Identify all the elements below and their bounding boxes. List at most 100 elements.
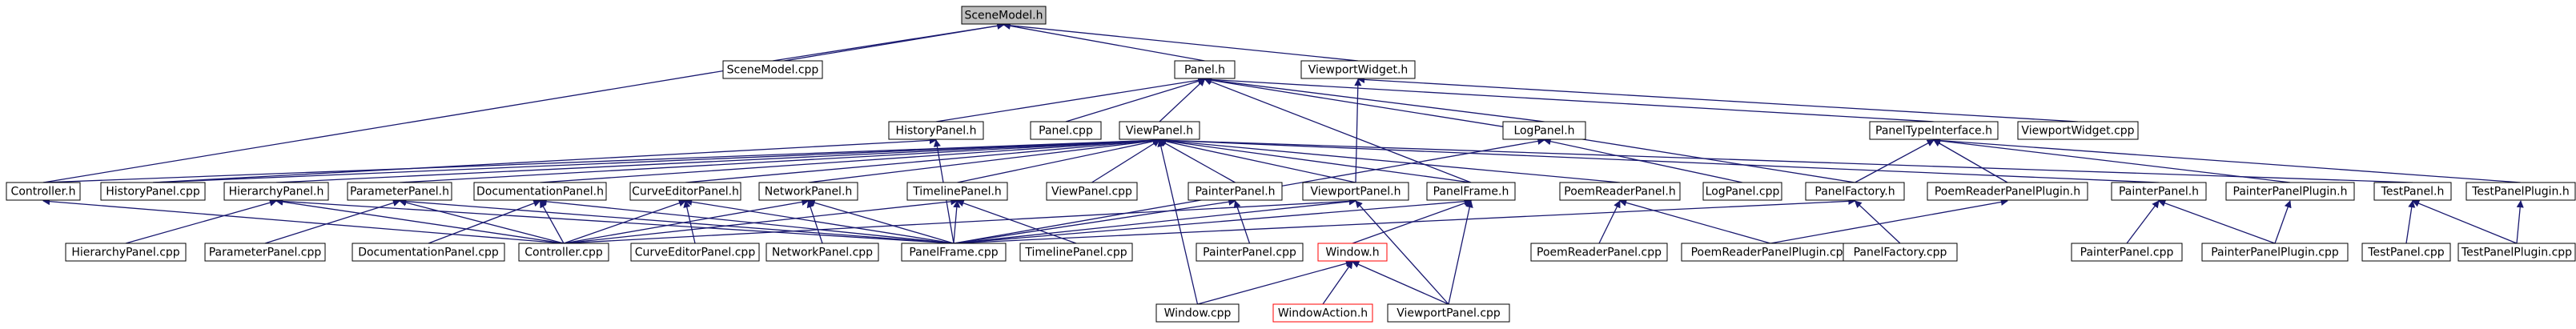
graph-node-hierarchypanel-h[interactable]: HierarchyPanel.h (223, 182, 329, 201)
node-label: ViewportWidget.cpp (2021, 125, 2134, 138)
graph-node-historypanel-cpp[interactable]: HistoryPanel.cpp (100, 182, 206, 201)
graph-node-panelfactory-h[interactable]: PanelFactory.h (1805, 182, 1905, 201)
graph-node-testpanel-h[interactable]: TestPanel.h (2373, 182, 2452, 201)
graph-node-viewpanel-cpp[interactable]: ViewPanel.cpp (1046, 182, 1138, 201)
graph-node-panel-cpp[interactable]: Panel.cpp (1030, 121, 1102, 140)
graph-node-controller-cpp[interactable]: Controller.cpp (518, 243, 609, 262)
graph-node-painterpanelplugin-h[interactable]: PainterPanelPlugin.h (2225, 182, 2355, 201)
graph-node-testpanelplugin-cpp[interactable]: TestPanelPlugin.cpp (2457, 243, 2576, 262)
dependency-edge (956, 199, 1077, 244)
graph-node-painterpanel-h-b[interactable]: PainterPanel.h (2111, 182, 2207, 201)
node-label: TestPanel.cpp (2367, 247, 2444, 259)
graph-node-scenemodel-h[interactable]: SceneModel.h (961, 6, 1047, 25)
graph-node-hierarchypanel-cpp[interactable]: HierarchyPanel.cpp (65, 243, 187, 262)
graph-node-timelinepanel-cpp[interactable]: TimelinePanel.cpp (1019, 243, 1133, 262)
graph-node-panelframe-h[interactable]: PanelFrame.h (1426, 182, 1516, 201)
graph-node-windowaction-h[interactable]: WindowAction.h (1272, 303, 1373, 323)
dependency-edge (152, 136, 1160, 183)
node-box (2457, 243, 2576, 262)
dependency-edge (1003, 22, 1359, 62)
graph-node-curveeditorpanel-cpp[interactable]: CurveEditorPanel.cpp (630, 243, 760, 262)
graph-node-parameterpanel-h[interactable]: ParameterPanel.h (347, 182, 452, 201)
node-label: HistoryPanel.h (896, 125, 977, 138)
graph-node-testpanel-cpp[interactable]: TestPanel.cpp (2361, 243, 2451, 262)
graph-node-window-h[interactable]: Window.h (1317, 243, 1388, 262)
graph-node-documentationpanel-h[interactable]: DocumentationPanel.h (473, 182, 607, 201)
node-box (1030, 121, 1102, 140)
node-box (888, 121, 984, 140)
dependency-edge (1854, 200, 1901, 244)
graph-node-poemreaderpanel-cpp[interactable]: PoemReaderPanel.cpp (1530, 243, 1668, 262)
node-box (1843, 243, 1958, 262)
graph-node-painterpanel-cpp-b[interactable]: PainterPanel.cpp (2071, 243, 2183, 262)
node-box (1174, 60, 1236, 79)
dependency-edge (1352, 261, 1449, 305)
graph-node-viewpanel-h[interactable]: ViewPanel.h (1119, 121, 1200, 140)
node-label: PanelTypeInterface.h (1875, 125, 1992, 138)
node-box (630, 243, 760, 262)
graph-node-panel-h[interactable]: Panel.h (1174, 60, 1236, 79)
graph-node-historypanel-h[interactable]: HistoryPanel.h (888, 121, 984, 140)
graph-node-curveeditorpanel-h[interactable]: CurveEditorPanel.h (629, 182, 741, 201)
node-label: TestPanel.h (2381, 186, 2445, 199)
graph-node-painterpanel-h-a[interactable]: PainterPanel.h (1188, 182, 1283, 201)
dependency-edge (1159, 78, 1206, 122)
node-label: PainterPanel.cpp (2080, 247, 2174, 259)
graph-node-networkpanel-cpp[interactable]: NetworkPanel.cpp (766, 243, 879, 262)
node-box (2201, 243, 2349, 262)
graph-node-paneltypeinterface-h[interactable]: PanelTypeInterface.h (1869, 121, 1999, 140)
node-box (518, 243, 609, 262)
graph-node-viewportwidget-h[interactable]: ViewportWidget.h (1300, 60, 1416, 79)
dependency-edge (806, 200, 823, 244)
graph-node-testpanelplugin-h[interactable]: TestPanelPlugin.h (2465, 182, 2576, 201)
node-label: PainterPanel.h (2119, 186, 2199, 199)
dependency-edge (685, 198, 954, 244)
dependency-edge (1159, 136, 2160, 183)
graph-node-poemreaderpanelplugin-cpp[interactable]: PoemReaderPanelPlugin.cpp (1681, 243, 1860, 262)
dependency-edge (953, 198, 1236, 244)
graph-node-networkpanel-h[interactable]: NetworkPanel.h (758, 182, 858, 201)
node-label: ParameterPanel.h (350, 186, 449, 199)
graph-node-viewportpanel-h[interactable]: ViewportPanel.h (1302, 182, 1409, 201)
dependency-edge (42, 136, 1160, 183)
node-label: NetworkPanel.cpp (772, 247, 873, 259)
graph-node-painterpanelplugin-cpp[interactable]: PainterPanelPlugin.cpp (2201, 243, 2349, 262)
graph-node-documentationpanel-cpp[interactable]: DocumentationPanel.cpp (352, 243, 505, 262)
node-label: DocumentationPanel.h (476, 186, 604, 199)
graph-node-logpanel-cpp[interactable]: LogPanel.cpp (1702, 182, 1782, 201)
graph-node-panelframe-cpp[interactable]: PanelFrame.cpp (901, 243, 1007, 262)
node-label: CurveEditorPanel.h (632, 186, 739, 199)
dependency-edge (1933, 137, 2522, 183)
dependency-edge (1543, 138, 1743, 183)
graph-node-timelinepanel-h[interactable]: TimelinePanel.h (906, 182, 1008, 201)
graph-node-poemreaderpanelplugin-h[interactable]: PoemReaderPanelPlugin.h (1927, 182, 2088, 201)
node-label: Window.cpp (1164, 307, 1232, 320)
graph-node-panelfactory-cpp[interactable]: PanelFactory.cpp (1843, 243, 1958, 262)
dependency-edge (42, 22, 1005, 183)
dependency-edge (42, 198, 565, 244)
node-box (2373, 182, 2452, 201)
graph-node-viewportwidget-cpp[interactable]: ViewportWidget.cpp (2017, 121, 2139, 140)
node-box (1046, 182, 1138, 201)
dependency-edge (540, 137, 1160, 183)
dependency-edge (1770, 198, 2008, 244)
node-label: PoemReaderPanel.h (1564, 186, 1675, 199)
node-box (766, 243, 879, 262)
graph-node-parameterpanel-cpp[interactable]: ParameterPanel.cpp (204, 243, 326, 262)
node-box (1317, 243, 1388, 262)
dependency-edge (399, 199, 565, 244)
graph-node-painterpanel-cpp-a[interactable]: PainterPanel.cpp (1196, 243, 1304, 262)
node-label: PanelFrame.cpp (909, 247, 998, 259)
node-box (2361, 243, 2451, 262)
graph-node-controller-h[interactable]: Controller.h (6, 182, 81, 201)
graph-node-poemreaderpanel-h[interactable]: PoemReaderPanel.h (1559, 182, 1681, 201)
node-box (1927, 182, 2088, 201)
graph-node-window-cpp[interactable]: Window.cpp (1155, 303, 1240, 323)
node-box (1119, 121, 1200, 140)
graph-node-logpanel-h[interactable]: LogPanel.h (1502, 121, 1586, 140)
graph-node-scenemodel-cpp[interactable]: SceneModel.cpp (722, 60, 823, 79)
graph-node-viewportpanel-cpp[interactable]: ViewportPanel.cpp (1387, 303, 1510, 323)
dependency-edge (563, 198, 810, 244)
node-box (352, 243, 505, 262)
dependency-edge (2405, 200, 2416, 244)
